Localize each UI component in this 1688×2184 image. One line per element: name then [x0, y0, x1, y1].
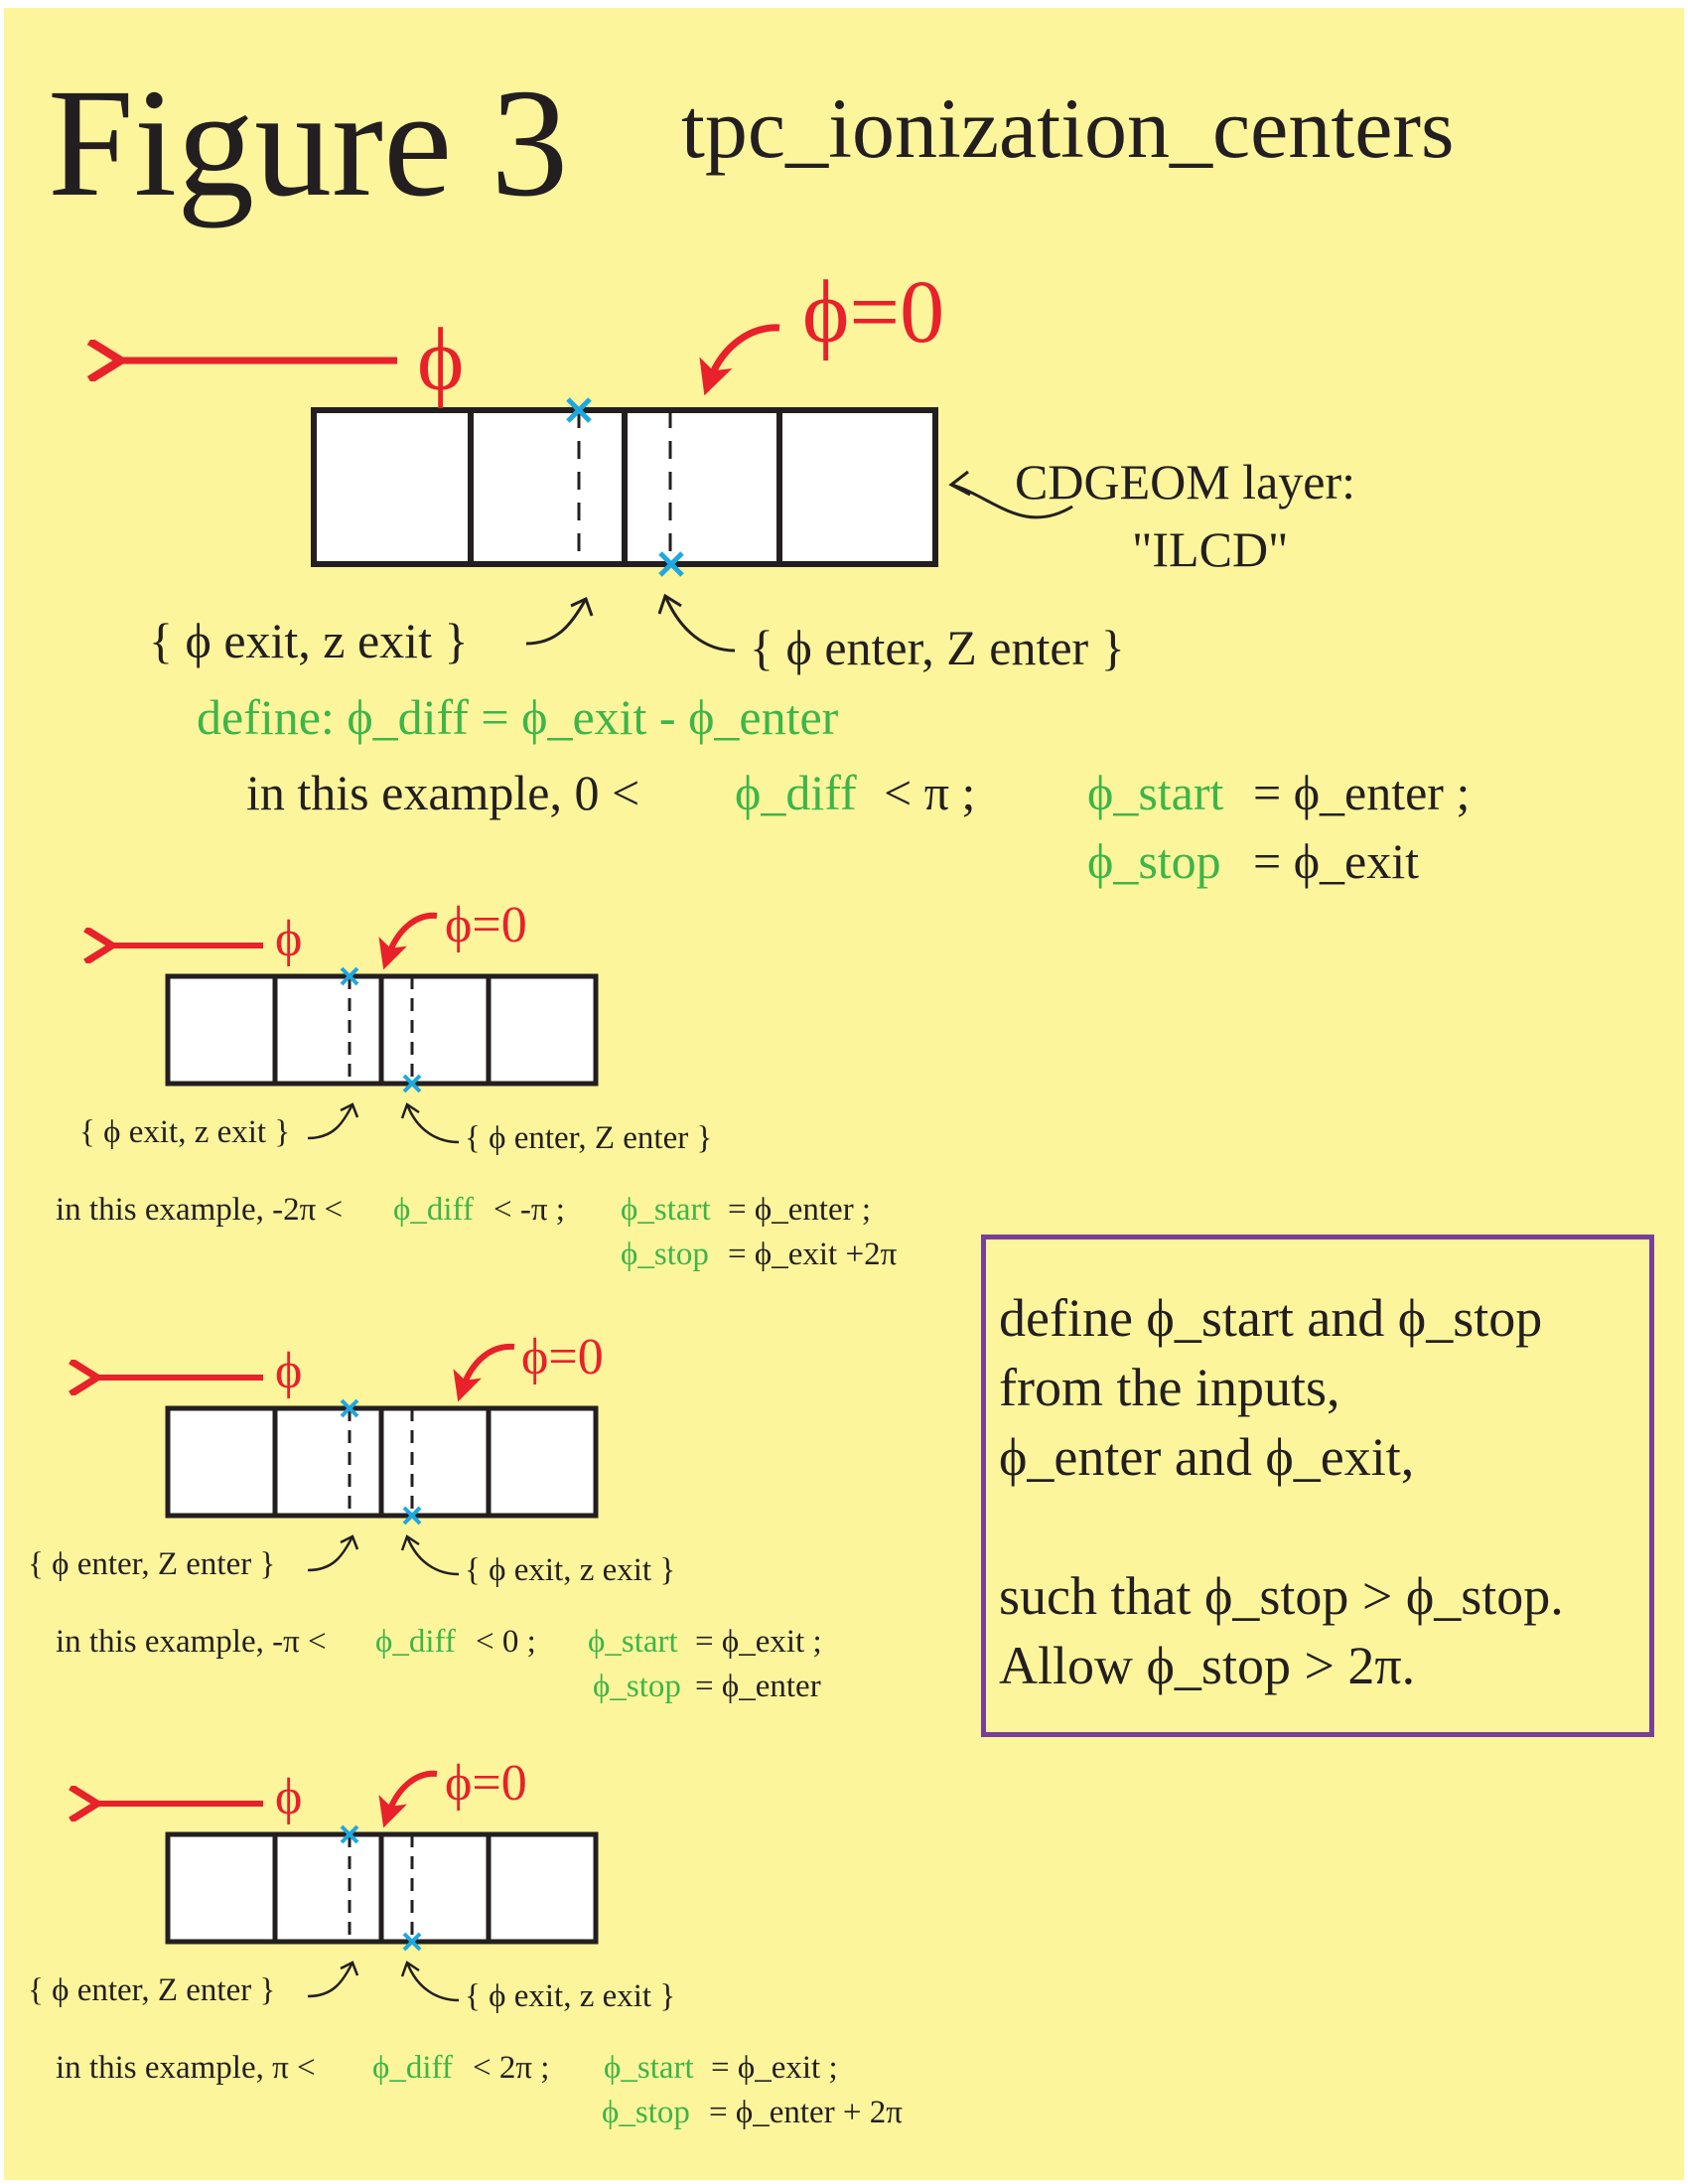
- main-enter-label: { ϕ enter, Z enter }: [750, 620, 1125, 675]
- ex1-range-diff: ϕ_diff: [393, 1192, 474, 1228]
- ex2-stop-value: = ϕ_enter: [695, 1669, 821, 1704]
- main-example-suffix: < π ;: [884, 765, 976, 820]
- ex2-left-label: { ϕ enter, Z enter }: [28, 1546, 276, 1582]
- ex1-range-prefix: in this example, -2π <: [56, 1192, 344, 1228]
- ex1-start-var: ϕ_start: [621, 1192, 711, 1228]
- main-example-prefix: in this example, 0 <: [246, 765, 640, 820]
- ex2-range-suffix: < 0 ;: [476, 1624, 536, 1660]
- ex3-range-suffix: < 2π ;: [473, 2050, 550, 2086]
- example2-diagram: [94, 1343, 599, 1576]
- main-example-diff: ϕ_diff: [735, 765, 857, 820]
- main-stop-var: ϕ_stop: [1087, 833, 1221, 889]
- enter-point-marker: [658, 551, 684, 577]
- main-phi-zero-label: ϕ=0: [802, 263, 945, 362]
- main-stop-value: = ϕ_exit: [1253, 833, 1419, 889]
- ex3-phi-zero-label: ϕ=0: [445, 1755, 527, 1812]
- note-line-3: ϕ_enter and ϕ_exit,: [999, 1427, 1415, 1487]
- ex1-range-suffix: < -π ;: [493, 1192, 565, 1228]
- enter-pointer-arrow: [663, 595, 736, 653]
- main-exit-label: { ϕ exit, z exit }: [149, 613, 469, 668]
- ex1-stop-var: ϕ_stop: [621, 1237, 709, 1272]
- ex3-left-label: { ϕ enter, Z enter }: [28, 1972, 276, 2008]
- ex1-start-value: = ϕ_enter ;: [728, 1192, 872, 1228]
- ex2-start-var: ϕ_start: [588, 1624, 678, 1660]
- ex2-range-diff: ϕ_diff: [375, 1624, 456, 1660]
- note-line-4: such that ϕ_stop > ϕ_stop.: [999, 1566, 1564, 1626]
- main-phi-label: ϕ: [417, 311, 465, 409]
- ex3-range-diff: ϕ_diff: [372, 2050, 453, 2086]
- layer-pointer-arrow: [950, 483, 1073, 519]
- ex3-stop-var: ϕ_stop: [602, 2095, 690, 2130]
- ex1-phi-zero-label: ϕ=0: [445, 897, 527, 953]
- layer-label-line2: "ILCD": [1132, 521, 1289, 577]
- ex3-right-label: { ϕ exit, z exit }: [465, 1978, 676, 2014]
- layer-label-line1: CDGEOM layer:: [1015, 454, 1355, 510]
- ex2-right-label: { ϕ exit, z exit }: [465, 1552, 676, 1588]
- exit-pointer-arrow: [525, 598, 588, 646]
- ex3-range-prefix: in this example, π <: [56, 2050, 316, 2086]
- ex1-left-label: { ϕ exit, z exit }: [79, 1114, 291, 1150]
- figure-label: Figure 3: [48, 57, 569, 228]
- ex2-stop-var: ϕ_stop: [593, 1669, 681, 1704]
- ex3-start-value: = ϕ_exit ;: [711, 2050, 838, 2086]
- figure-name: tpc_ionization_centers: [681, 80, 1455, 176]
- example1-diagram: [109, 912, 599, 1144]
- ex3-stop-value: = ϕ_enter + 2π: [709, 2095, 903, 2130]
- main-start-value: = ϕ_enter ;: [1253, 765, 1471, 820]
- define-text: define: ϕ_diff = ϕ_exit - ϕ_enter: [197, 689, 839, 745]
- note-line-5: Allow ϕ_stop > 2π.: [999, 1636, 1416, 1695]
- phi-zero-arrow: [699, 324, 780, 396]
- exit-point-marker: [566, 397, 592, 423]
- ex2-phi-zero-label: ϕ=0: [521, 1329, 604, 1385]
- note-line-2: from the inputs,: [999, 1358, 1340, 1417]
- ex1-stop-value: = ϕ_exit +2π: [728, 1237, 898, 1272]
- ex2-range-prefix: in this example, -π <: [56, 1624, 327, 1660]
- ex3-phi-label: ϕ: [275, 1769, 303, 1825]
- ex1-right-label: { ϕ enter, Z enter }: [465, 1120, 713, 1156]
- note-line-1: define ϕ_start and ϕ_stop: [999, 1288, 1543, 1348]
- ex2-phi-label: ϕ: [275, 1343, 303, 1399]
- example3-diagram: [94, 1770, 599, 2002]
- ex1-phi-label: ϕ: [275, 911, 303, 967]
- ex2-start-value: = ϕ_exit ;: [695, 1624, 822, 1660]
- main-start-var: ϕ_start: [1087, 765, 1224, 820]
- page-background: [4, 8, 1684, 2180]
- note-box: [981, 1235, 1654, 1737]
- ex3-start-var: ϕ_start: [604, 2050, 694, 2086]
- main-diagram: [117, 324, 1073, 653]
